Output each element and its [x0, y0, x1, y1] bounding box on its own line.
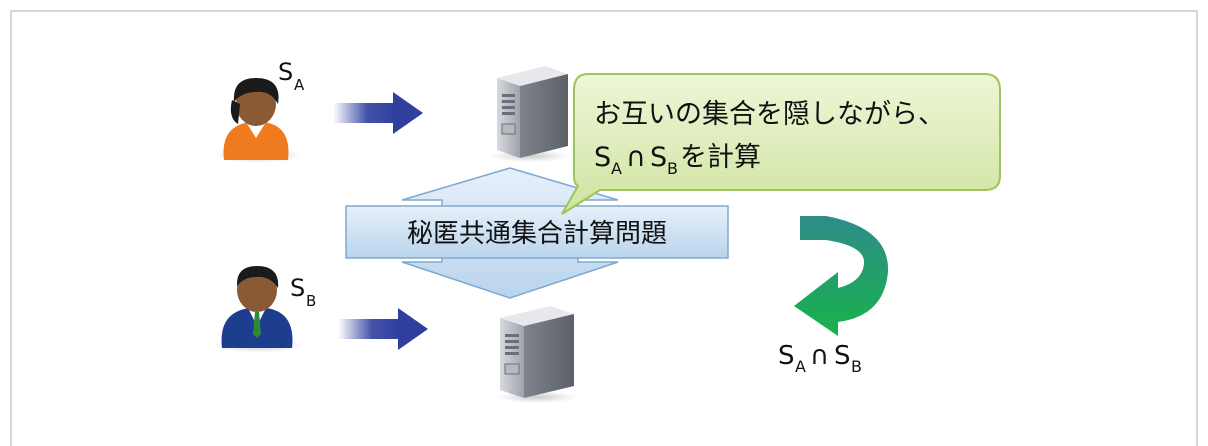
svg-text:A: A: [611, 159, 622, 178]
callout-line-1: お互いの集合を隠しながら、: [594, 99, 945, 130]
svg-text:B: B: [667, 159, 678, 178]
server-a-server-icon: [490, 66, 570, 162]
svg-text:S: S: [778, 341, 795, 371]
svg-text:∩: ∩: [810, 341, 829, 371]
result-label: S A ∩ S B: [778, 341, 862, 376]
svg-text:S: S: [290, 274, 305, 302]
svg-text:A: A: [294, 76, 305, 94]
user-b-label: S B: [290, 274, 316, 310]
svg-text:S: S: [594, 142, 611, 173]
svg-text:B: B: [306, 292, 316, 310]
user-a-person-icon: [214, 78, 302, 163]
diagram-frame: [10, 10, 1198, 446]
callout-bubble: お互いの集合を隠しながら、 S A ∩ S B を計算: [561, 73, 1001, 215]
svg-text:を計算: を計算: [680, 142, 761, 173]
user-a-label: S A: [278, 58, 305, 94]
protocol-banner-label: 秘匿共通集合計算問題: [407, 219, 667, 249]
svg-text:A: A: [795, 357, 806, 376]
result-curved-arrow-icon: [794, 216, 889, 336]
svg-text:S: S: [650, 142, 667, 173]
svg-text:∩: ∩: [626, 142, 646, 173]
server-b-server-icon: [497, 306, 577, 403]
callout-line-2: S A ∩ S B を計算: [594, 142, 761, 178]
user-a-to-server-arrow: [333, 92, 423, 134]
svg-text:B: B: [851, 357, 862, 376]
svg-text:S: S: [278, 58, 293, 86]
user-b-person-icon: [214, 266, 302, 353]
user-b-to-server-arrow: [338, 308, 428, 350]
protocol-banner: 秘匿共通集合計算問題: [345, 205, 729, 259]
svg-text:S: S: [834, 341, 851, 371]
